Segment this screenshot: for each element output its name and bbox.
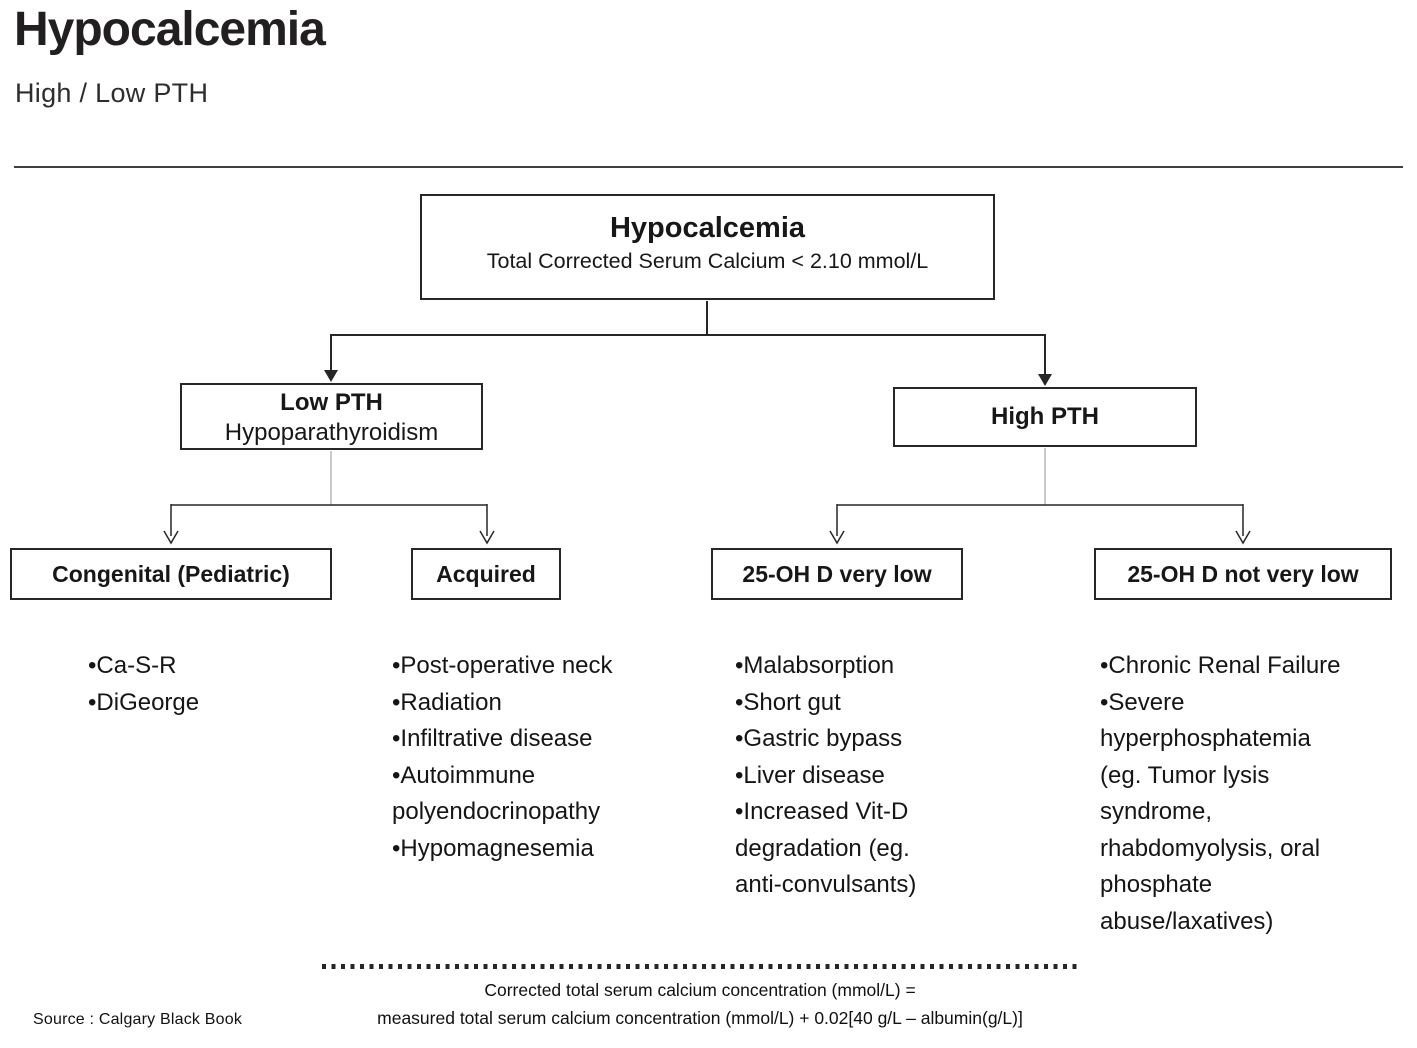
node-low-pth: Low PTH Hypoparathyroidism xyxy=(180,383,483,450)
node-title: High PTH xyxy=(991,403,1099,430)
cause-list-acquired: Post-operative neckRadiationInfiltrative… xyxy=(392,648,648,867)
node-subtitle: Total Corrected Serum Calcium < 2.10 mmo… xyxy=(486,249,929,273)
list-item: Radiation xyxy=(392,685,648,722)
connector-arrow-25ohd-not-very-low xyxy=(1235,504,1251,545)
page-subtitle: High / Low PTH xyxy=(15,78,209,108)
source-note: Source : Calgary Black Book xyxy=(33,1011,243,1028)
list-item: Liver disease xyxy=(735,758,937,795)
list-item: DiGeorge xyxy=(88,685,338,722)
list-item: Increased Vit-D degradation (eg. anti-co… xyxy=(735,794,937,904)
cause-list-25ohd-very-low: MalabsorptionShort gutGastric bypassLive… xyxy=(735,648,937,904)
cause-list-congenital: Ca-S-RDiGeorge xyxy=(88,648,338,721)
list-item: Short gut xyxy=(735,685,937,722)
list-item: Autoimmune polyendocrinopathy xyxy=(392,758,648,831)
list-item: Post-operative neck xyxy=(392,648,648,685)
node-25ohd-very-low: 25-OH D very low xyxy=(711,548,963,600)
node-subtitle: Hypoparathyroidism xyxy=(224,419,439,446)
dotted-divider xyxy=(322,964,1079,969)
correction-formula: Corrected total serum calcium concentrat… xyxy=(250,976,1150,1032)
formula-line-1: Corrected total serum calcium concentrat… xyxy=(484,980,916,1000)
list-item: Malabsorption xyxy=(735,648,937,685)
list-item: Hypomagnesemia xyxy=(392,831,648,868)
list-item: Severe hyperphosphatemia (eg. Tumor lysi… xyxy=(1100,685,1356,941)
connector-arrow-low-pth xyxy=(324,334,338,382)
node-title: Hypocalcemia xyxy=(609,212,806,244)
page-title: Hypocalcemia xyxy=(14,3,326,56)
connector-arrow-high-pth xyxy=(1038,334,1052,386)
connector-arrow-congenital xyxy=(163,504,179,545)
connector-arrow-acquired xyxy=(479,504,495,545)
node-congenital-pediatric: Congenital (Pediatric) xyxy=(10,548,332,600)
connector-arrow-25ohd-very-low xyxy=(829,504,845,545)
list-item: Gastric bypass xyxy=(735,721,937,758)
list-item: Chronic Renal Failure xyxy=(1100,648,1356,685)
node-high-pth: High PTH xyxy=(893,387,1197,447)
node-hypocalcemia-root: Hypocalcemia Total Corrected Serum Calci… xyxy=(420,194,995,300)
list-item: Infiltrative disease xyxy=(392,721,648,758)
formula-line-2: measured total serum calcium concentrati… xyxy=(377,1008,1023,1028)
header-divider xyxy=(14,166,1403,168)
node-25ohd-not-very-low: 25-OH D not very low xyxy=(1094,548,1392,600)
node-acquired: Acquired xyxy=(411,548,561,600)
list-item: Ca-S-R xyxy=(88,648,338,685)
node-title: Low PTH xyxy=(280,389,383,416)
cause-list-25ohd-not-very-low: Chronic Renal FailureSevere hyperphospha… xyxy=(1100,648,1356,940)
